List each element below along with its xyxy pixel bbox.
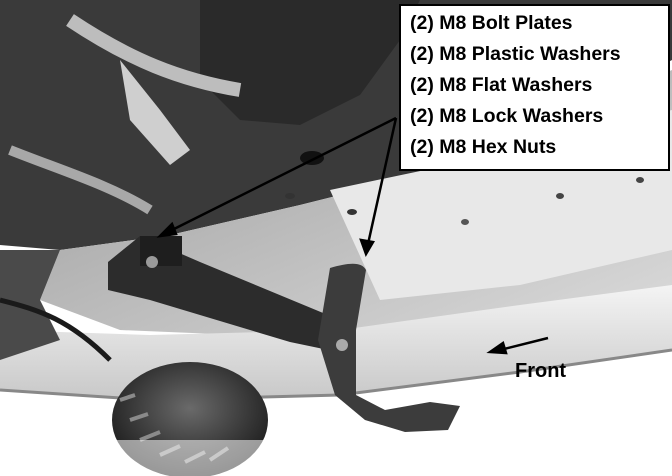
frame-hole [300,151,324,165]
callout-arrow-icon [156,116,398,257]
fuel-tank-shadow [200,0,420,125]
frame-hole [347,209,357,215]
hardware-callout-box: (2) M8 Bolt Plates (2) M8 Plastic Washer… [399,4,670,171]
callout-item-hex-nuts: (2) M8 Hex Nuts [410,136,557,158]
callout-item-plastic-washers: (2) M8 Plastic Washers [410,43,621,65]
curved-bracket [318,263,460,432]
frame-hole [461,219,469,225]
callout-item-flat-washers: (2) M8 Flat Washers [410,74,593,96]
cables [0,297,112,362]
frame-hole [556,193,564,199]
callout-item-bolt-plates: (2) M8 Bolt Plates [410,12,573,34]
frame-hole [636,177,644,183]
hanger-bracket [120,60,190,165]
bracket-bolt [336,339,348,351]
direction-arrow-icon [486,336,549,355]
left-underbody-detail [0,250,60,360]
front-direction-label: Front [515,360,567,382]
callout-item-lock-washers: (2) M8 Lock Washers [410,105,604,127]
bolt-head [146,256,158,268]
tire-shadow [0,440,672,476]
frame-hole [285,193,295,199]
exhaust-pipe [66,14,242,97]
exhaust-pipe-2 [8,145,153,215]
